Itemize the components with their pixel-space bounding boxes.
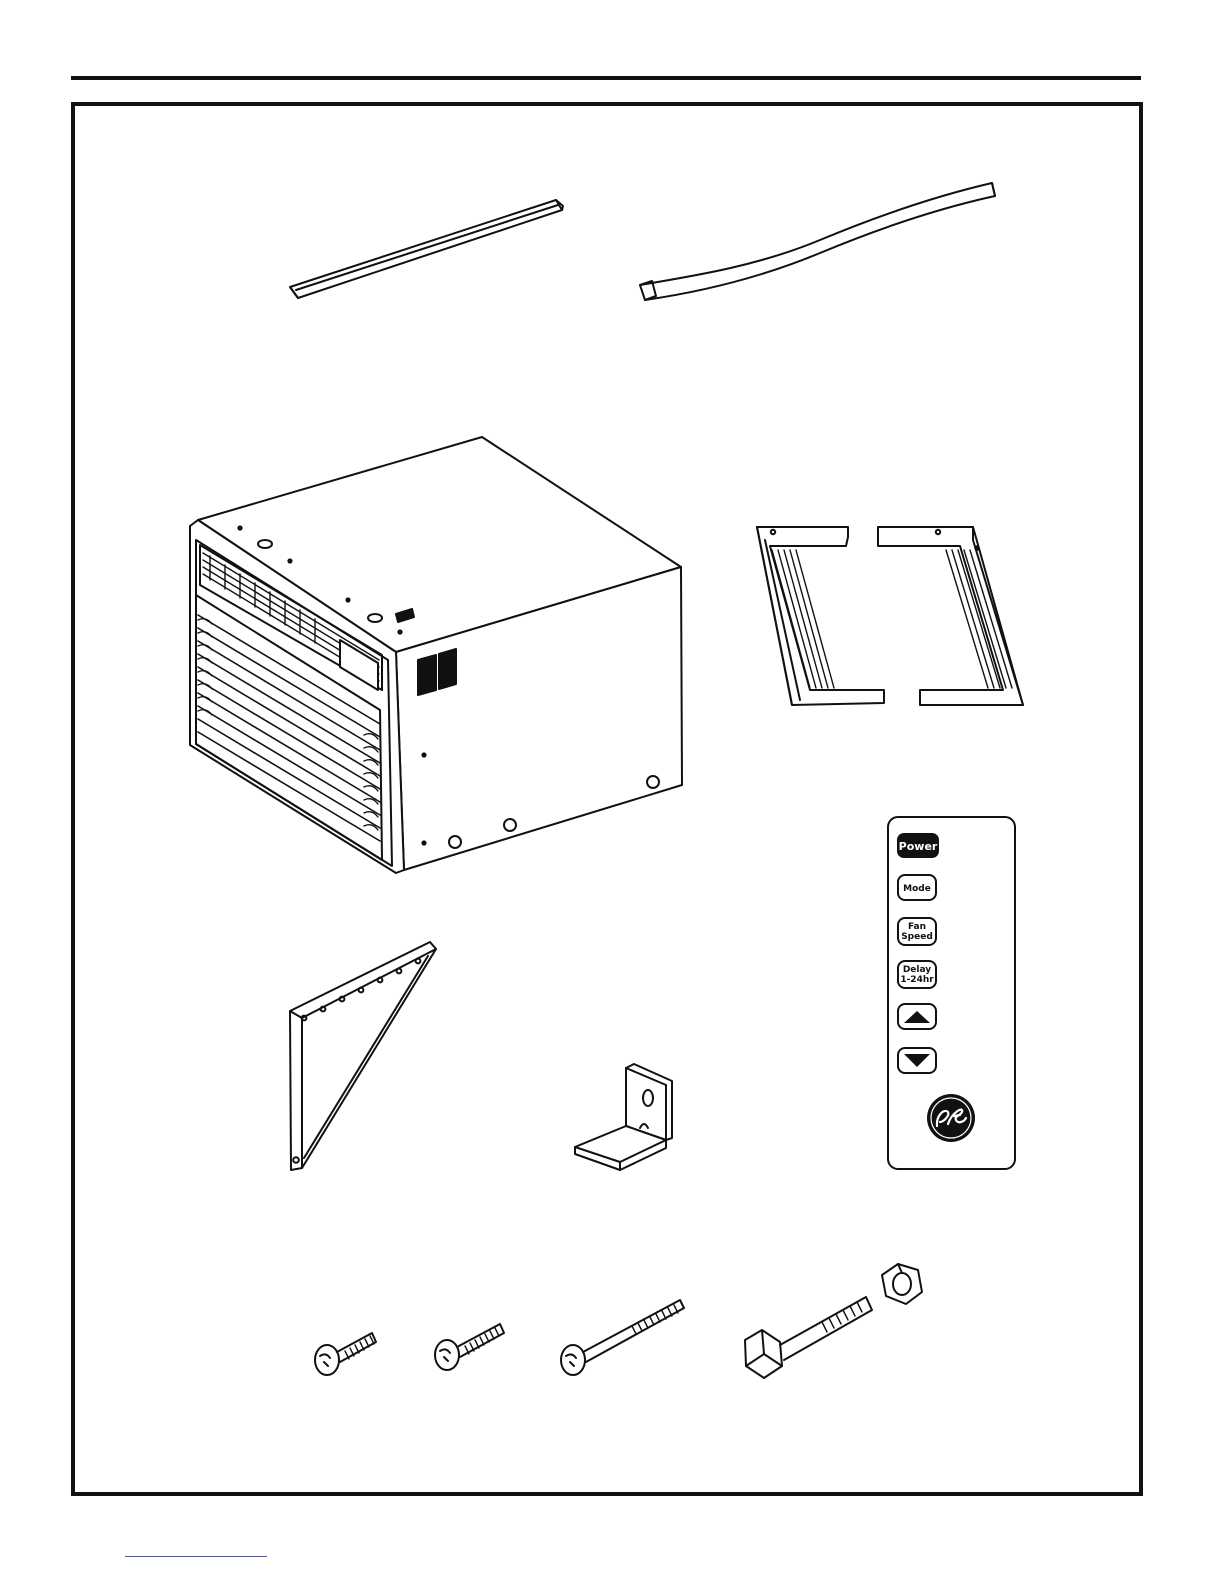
screw-long (561, 1300, 684, 1375)
hex-nut (882, 1264, 922, 1304)
delay-label-line2: 1-24hr (900, 975, 934, 985)
ge-logo (927, 1094, 975, 1142)
support-bracket (290, 942, 436, 1170)
screw-short-1 (315, 1333, 376, 1375)
angle-bracket (575, 1064, 672, 1170)
fan-speed-label-line1: Fan (908, 922, 926, 932)
foam-seal-strip (640, 183, 995, 300)
screw-short-2 (435, 1324, 504, 1370)
air-conditioner-unit (190, 437, 682, 873)
delay-label-line1: Delay (903, 965, 931, 975)
side-curtain-frames (757, 527, 1023, 705)
curtain-rail-strip (290, 200, 563, 298)
footer-link-underline[interactable] (125, 1556, 267, 1557)
mode-button-label: Mode (903, 884, 931, 894)
fan-speed-label-line2: Speed (901, 932, 933, 942)
hex-bolt (745, 1297, 872, 1378)
power-button-label: Power (899, 840, 938, 853)
